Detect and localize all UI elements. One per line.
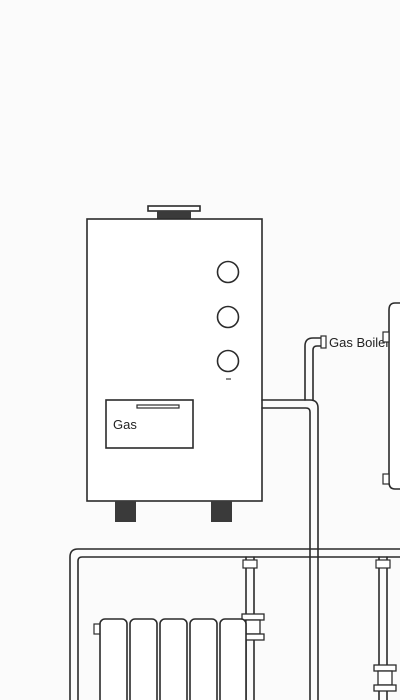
radiator <box>93 618 247 700</box>
radiator-fin <box>159 618 188 700</box>
feed-valve <box>241 613 265 641</box>
boiler-connector-left <box>115 501 136 522</box>
flue-cap <box>147 205 201 219</box>
gas-panel-label: Gas <box>113 417 137 432</box>
boiler-knob-2 <box>216 305 240 329</box>
boiler-knob-3 <box>216 349 240 373</box>
gas-supply-pipe <box>304 335 327 401</box>
gas-boiler-pipe-label: Gas Boiler <box>329 335 390 350</box>
distribution-header <box>69 548 400 700</box>
boiler-connector-right <box>211 501 232 522</box>
radiator-fin <box>99 618 128 700</box>
boiler-knob-1 <box>216 260 240 284</box>
radiator-fin <box>219 618 247 700</box>
gas-panel-slot <box>136 404 180 409</box>
storage-tank <box>382 302 400 490</box>
tank-feed-pipe <box>373 556 397 700</box>
boiler-outlet-pipe <box>261 399 319 700</box>
radiator-fin <box>189 618 218 700</box>
radiator-fin <box>129 618 158 700</box>
